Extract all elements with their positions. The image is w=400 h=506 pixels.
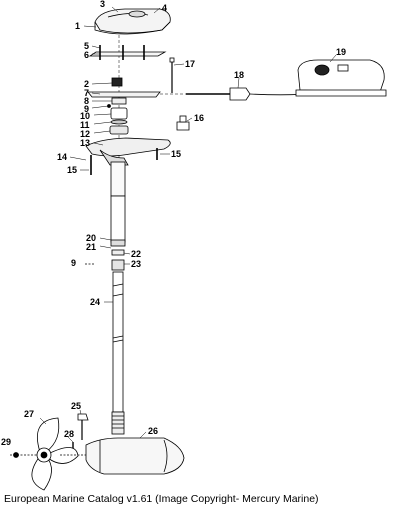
callout-8: 8 — [84, 96, 90, 106]
knob — [176, 115, 190, 131]
callout-3: 3 — [100, 0, 106, 9]
callout-22: 22 — [131, 249, 142, 259]
cable-tie — [169, 57, 175, 93]
callout-14: 14 — [57, 152, 68, 162]
propeller — [10, 417, 86, 491]
copyright-caption: European Marine Catalog v1.61 (Image Cop… — [4, 493, 319, 505]
mounting-plate — [88, 45, 167, 60]
callout-9-upper: 9 — [84, 104, 90, 114]
callout-15-left: 15 — [67, 165, 78, 175]
callout-23: 23 — [131, 259, 142, 269]
head-housing — [85, 137, 171, 175]
callout-2: 2 — [84, 79, 90, 89]
callout-16: 16 — [194, 113, 205, 123]
callout-17: 17 — [185, 59, 196, 69]
top-cover — [94, 8, 171, 35]
callout-24: 24 — [90, 297, 101, 307]
callout-29: 29 — [1, 437, 12, 447]
callout-4: 4 — [162, 3, 168, 13]
upper-tube — [85, 161, 126, 271]
callout-13: 13 — [80, 138, 91, 148]
callout-5: 5 — [84, 41, 90, 51]
callout-6: 6 — [84, 50, 90, 60]
callout-1: 1 — [75, 21, 81, 31]
callout-10: 10 — [80, 111, 91, 121]
callout-18: 18 — [234, 70, 245, 80]
callout-9-lower: 9 — [71, 258, 77, 268]
callout-11: 11 — [80, 120, 90, 130]
callout-25: 25 — [71, 401, 82, 411]
callout-12: 12 — [80, 129, 91, 139]
callout-26: 26 — [148, 426, 159, 436]
callout-7: 7 — [84, 88, 90, 98]
callout-20: 20 — [86, 233, 97, 243]
lower-unit — [85, 437, 185, 475]
callout-21: 21 — [86, 242, 97, 252]
callout-19: 19 — [336, 47, 347, 57]
callout-15-right: 15 — [171, 149, 182, 159]
callout-27: 27 — [24, 409, 35, 419]
shaft — [111, 271, 125, 435]
foot-pedal — [295, 59, 387, 97]
switch-stack — [107, 97, 129, 135]
connector-cable — [186, 87, 321, 101]
callout-28: 28 — [64, 429, 75, 439]
